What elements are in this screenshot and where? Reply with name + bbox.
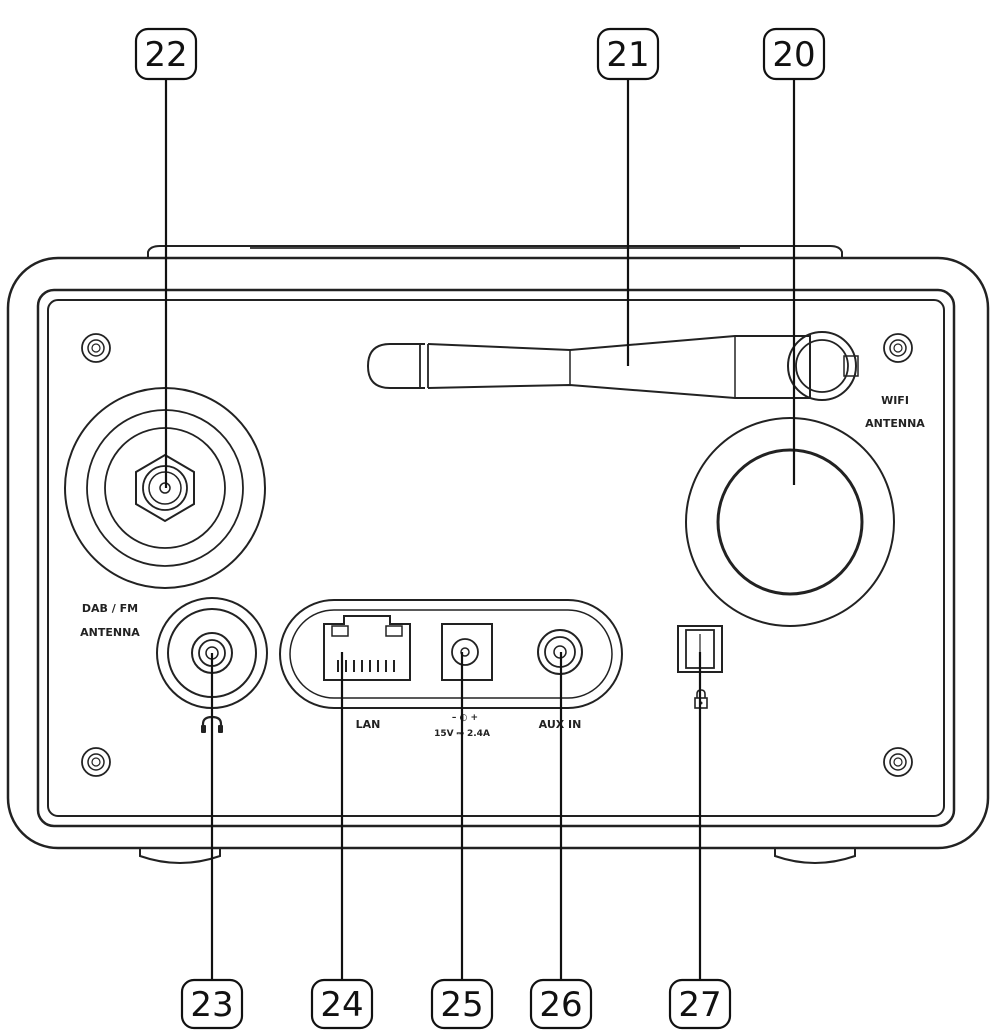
dab-fm-label-line1: DAB / FM: [82, 602, 138, 615]
callout-22: 22: [134, 27, 198, 81]
callout-20: 20: [762, 27, 826, 81]
wifi-antenna: [366, 331, 859, 401]
callout-25: 25: [430, 978, 494, 1030]
lan-port: [323, 615, 411, 681]
wifi-label-line2: ANTENNA: [865, 417, 925, 430]
callout-21-text: 21: [606, 35, 649, 75]
screw-bottom-left: [81, 747, 111, 777]
callout-24: 24: [310, 978, 374, 1030]
top-control-strip: [147, 245, 843, 262]
leader-lines: [164, 79, 796, 980]
screw-top-left: [81, 333, 111, 363]
dab-fm-label-line2: ANTENNA: [80, 626, 140, 639]
callout-26-text: 26: [539, 985, 582, 1025]
callout-27-text: 27: [678, 985, 721, 1025]
callout-24-text: 24: [320, 985, 363, 1025]
callout-22-text: 22: [144, 35, 187, 75]
callout-21: 21: [596, 27, 660, 81]
callout-25-text: 25: [440, 985, 483, 1025]
power-polarity-label: – ◐ +: [452, 713, 478, 723]
speaker-port: [685, 417, 895, 627]
corner-screws: [81, 333, 913, 777]
connector-panel: [279, 599, 623, 709]
lan-label: LAN: [356, 718, 381, 731]
callout-23-text: 23: [190, 985, 233, 1025]
callout-20-text: 20: [772, 35, 815, 75]
wifi-label-line1: WIFI: [881, 394, 909, 407]
callout-27: 27: [668, 978, 732, 1030]
radio-housing: [6, 256, 990, 864]
dc-power-port: [441, 623, 493, 681]
callout-26: 26: [529, 978, 593, 1030]
screw-bottom-right: [883, 747, 913, 777]
screw-top-right: [883, 333, 913, 363]
callout-23: 23: [180, 978, 244, 1030]
